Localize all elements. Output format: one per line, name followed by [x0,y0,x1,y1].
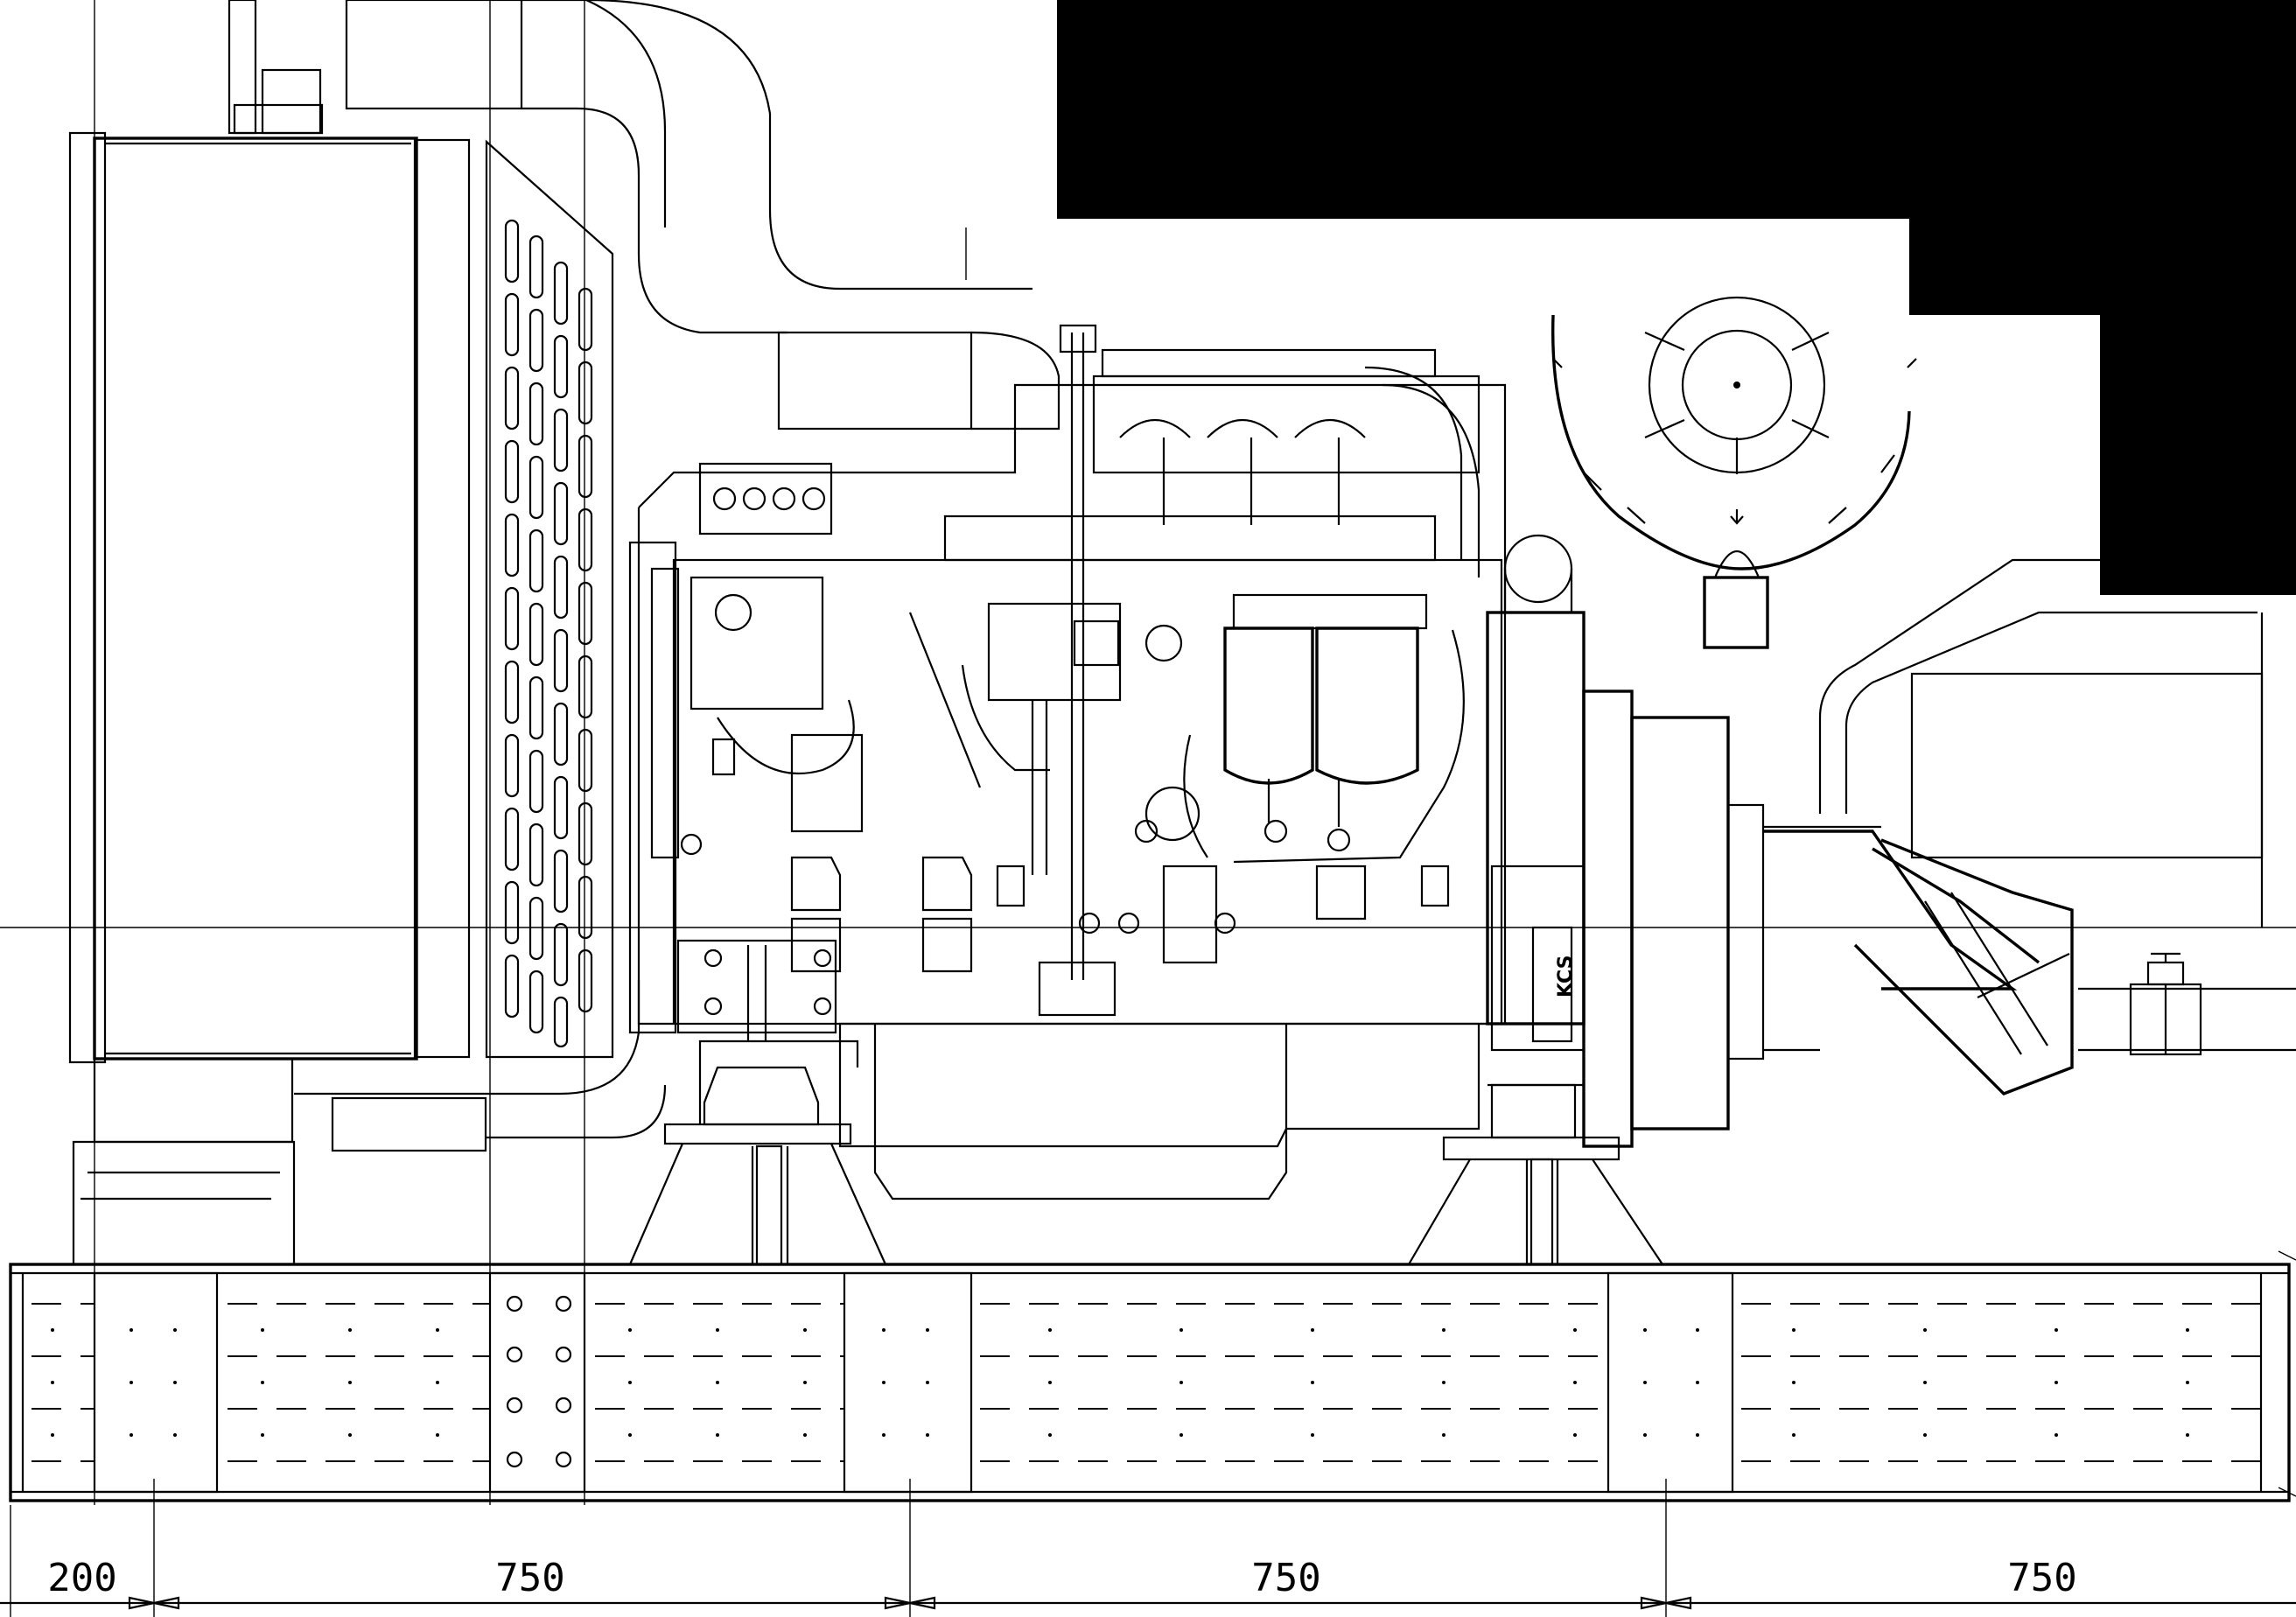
valve-icon [2078,952,2296,1056]
engine-marking-label: KCS [1555,956,1577,998]
down-arrow-icon [1730,509,1744,525]
dimension-label-750-b: 750 [1251,1556,1320,1600]
dimension-label-750-a: 750 [495,1556,564,1600]
dimension-label-750-c: 750 [2007,1556,2076,1600]
alternator: KCS [1408,534,2296,1266]
base-frame-dashes [32,1303,2261,1462]
dimension-chain: 200 750 750 750 [0,1479,2296,1617]
redacted-region [1057,0,2296,649]
dimension-label-200: 200 [47,1556,116,1600]
coolant-piping [294,0,1060,1152]
fan-guard [485,139,614,1059]
base-frame-bolts [506,1295,572,1468]
engine [628,324,1507,1266]
base-frame-dots [51,1328,2189,1437]
radiator [68,0,471,1266]
base-frame [9,1250,2296,1502]
redaction-block [1057,0,2296,595]
